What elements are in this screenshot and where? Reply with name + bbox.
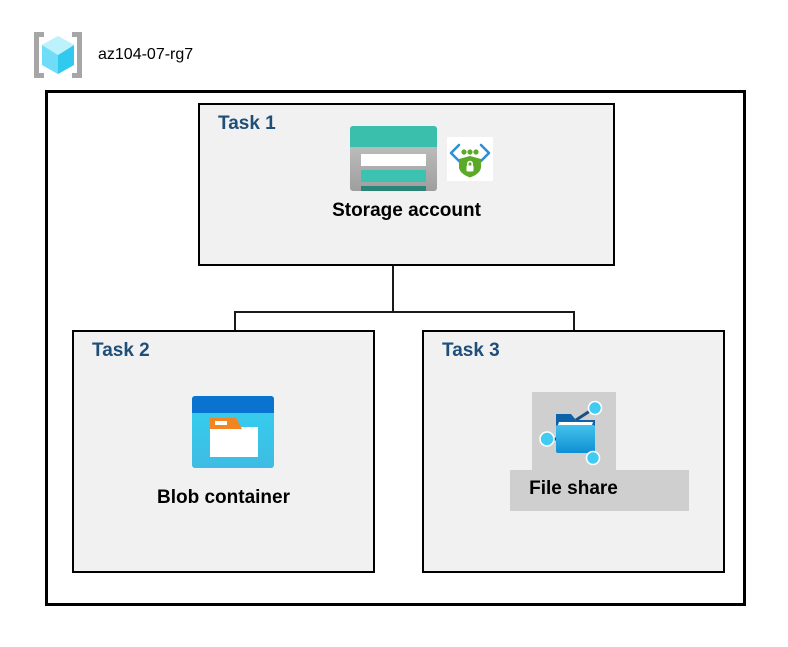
storage-account-caption: Storage account [332,200,481,221]
task-2-label: Task 2 [92,340,150,361]
storage-account-icon [350,126,437,191]
connector-horizontal-bar [234,311,575,313]
file-share-icon [538,398,610,468]
blob-icon-tab-slot [215,421,227,425]
resource-group-cube-icon [30,29,86,81]
file-share-selection-highlight-label [510,470,689,511]
task-1-label: Task 1 [218,113,276,134]
blob-container-caption: Blob container [156,487,290,508]
storage-icon-row-white [361,154,426,166]
storage-icon-band [350,126,437,147]
file-share-caption: File share [529,478,618,499]
storage-icon-row-dark [361,186,426,191]
task-3-box: Task 3 [422,330,725,573]
task-3-label: Task 3 [442,340,500,361]
blob-icon-title-bar [192,396,274,413]
blob-icon-document [210,427,258,457]
storage-icon-row-teal [361,170,426,182]
page-title: az104-07-rg7 [98,46,194,63]
task-2-box: Task 2 Blob container [72,330,375,573]
connector-stem [392,266,394,313]
secure-endpoint-shield-icon [447,137,493,181]
blob-container-icon [192,396,274,468]
resource-group-header: az104-07-rg7 [30,26,330,84]
